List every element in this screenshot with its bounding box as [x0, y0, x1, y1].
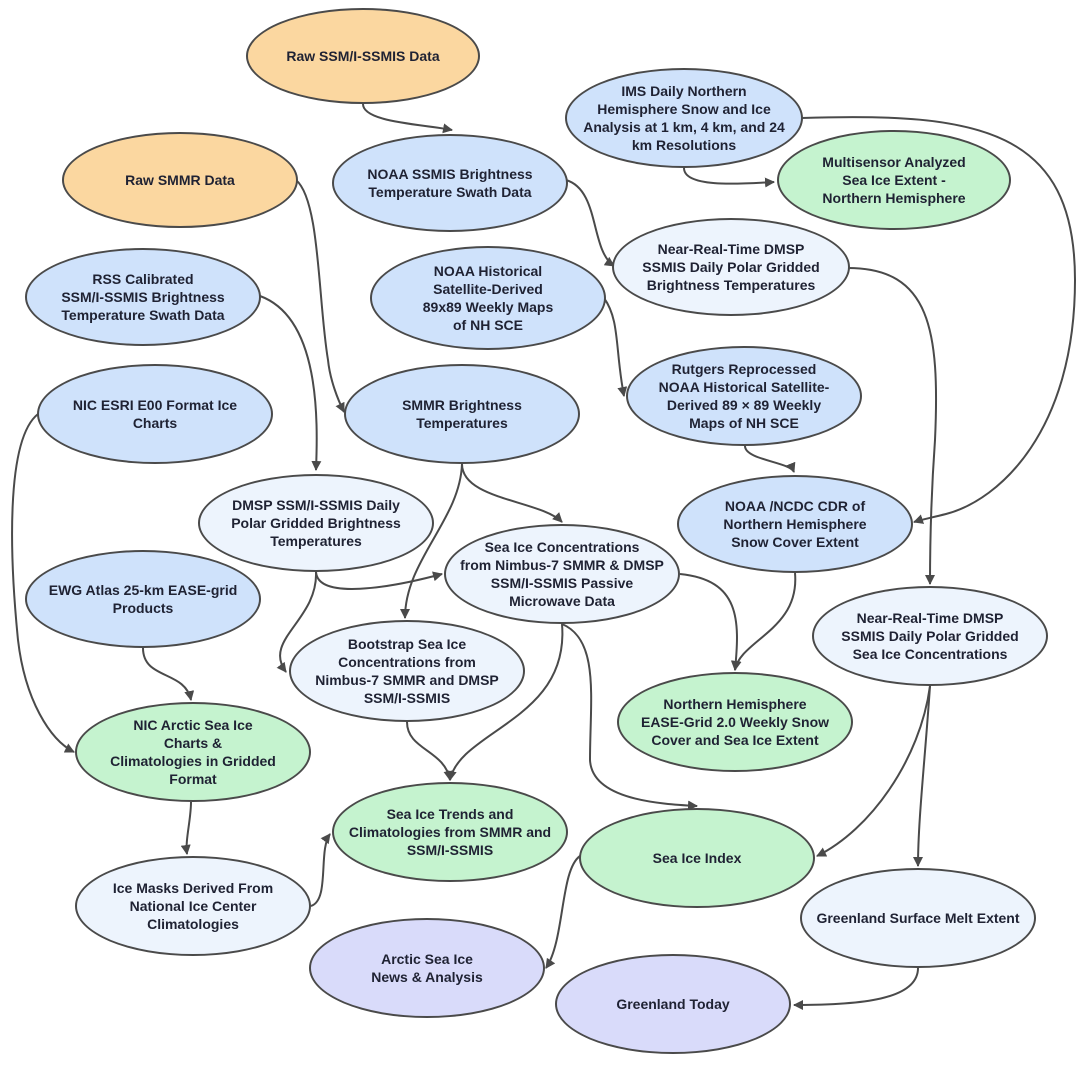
- node-noaa-hist-label: NOAA Historical Satellite-Derived 89x89 …: [422, 263, 554, 333]
- edge-nic-e00-to-nic-arctic: [11, 413, 75, 753]
- node-nasateam: Sea Ice Concentrations from Nimbus-7 SMM…: [444, 524, 680, 624]
- node-bootstrap: Bootstrap Sea Ice Concentrations from Ni…: [289, 620, 525, 722]
- node-greenland-today-label: Greenland Today: [616, 996, 730, 1012]
- edge-rss-to-dmsp-tb: [259, 295, 322, 471]
- node-nic-e00: NIC ESRI E00 Format Ice Charts: [37, 364, 273, 464]
- edge-ims-to-masie: [683, 167, 775, 188]
- node-icemasks: Ice Masks Derived From National Ice Cent…: [75, 856, 311, 956]
- node-melt: Greenland Surface Melt Extent: [800, 868, 1036, 968]
- node-ewg: EWG Atlas 25-km EASE-grid Products: [25, 550, 261, 648]
- node-rss-label: RSS Calibrated SSM/I-SSMIS Brightness Te…: [61, 271, 225, 323]
- edge-ewg-to-nic-arctic: [142, 647, 195, 701]
- node-noaa-ssmis-label: NOAA SSMIS Brightness Temperature Swath …: [367, 166, 533, 200]
- node-nic-arctic-label: NIC Arctic Sea Ice Charts & Climatologie…: [110, 717, 276, 787]
- node-raw-smmr-label: Raw SMMR Data: [125, 172, 235, 188]
- edge-sii-to-asina: [545, 855, 581, 969]
- edge-bootstrap-to-trends: [406, 721, 454, 781]
- edge-dmsp-tb-to-bootstrap: [276, 571, 318, 673]
- node-nrt-tb-label: Near-Real-Time DMSP SSMIS Daily Polar Gr…: [642, 241, 820, 293]
- node-asina-label: Arctic Sea Ice News & Analysis: [371, 951, 483, 985]
- edge-ims-to-cdr: [801, 116, 1077, 524]
- node-ewg-label: EWG Atlas 25-km EASE-grid Products: [48, 582, 238, 616]
- node-nrt-tb: Near-Real-Time DMSP SSMIS Daily Polar Gr…: [612, 218, 850, 316]
- edge-nasateam-to-sii: [561, 623, 698, 811]
- node-greenland-today: Greenland Today: [555, 954, 791, 1054]
- edge-dmsp-tb-to-nasateam: [315, 571, 443, 590]
- node-asina: Arctic Sea Ice News & Analysis: [309, 918, 545, 1018]
- node-rutgers-label: Rutgers Reprocessed NOAA Historical Sate…: [658, 361, 830, 431]
- node-nrt-conc: Near-Real-Time DMSP SSMIS Daily Polar Gr…: [812, 586, 1048, 686]
- node-nic-e00-label: NIC ESRI E00 Format Ice Charts: [72, 397, 238, 431]
- edge-nic-arctic-to-icemasks: [180, 801, 192, 855]
- node-raw-ssmi-label: Raw SSM/I-SSMIS Data: [286, 48, 440, 64]
- node-noaa-ssmis: NOAA SSMIS Brightness Temperature Swath …: [332, 134, 568, 232]
- edge-raw-smmr-to-smmr-tb: [295, 179, 345, 413]
- node-cdr-label: NOAA /NCDC CDR of Northern Hemisphere Sn…: [723, 498, 867, 550]
- node-ease-label: Northern Hemisphere EASE-Grid 2.0 Weekly…: [640, 696, 830, 748]
- node-ease: Northern Hemisphere EASE-Grid 2.0 Weekly…: [617, 672, 853, 772]
- node-raw-smmr: Raw SMMR Data: [62, 132, 298, 228]
- edge-icemasks-to-trends: [310, 833, 331, 907]
- node-trends: Sea Ice Trends and Climatologies from SM…: [332, 782, 568, 882]
- edge-smmr-tb-to-bootstrap: [400, 463, 463, 619]
- node-masie: Multisensor Analyzed Sea Ice Extent - No…: [777, 130, 1011, 230]
- node-bootstrap-label: Bootstrap Sea Ice Concentrations from Ni…: [315, 636, 499, 706]
- node-dmsp-tb-label: DMSP SSM/I-SSMIS Daily Polar Gridded Bri…: [231, 497, 401, 549]
- node-cdr: NOAA /NCDC CDR of Northern Hemisphere Sn…: [677, 475, 913, 573]
- node-sii-label: Sea Ice Index: [652, 850, 742, 866]
- node-melt-label: Greenland Surface Melt Extent: [816, 910, 1020, 926]
- node-nrt-conc-label: Near-Real-Time DMSP SSMIS Daily Polar Gr…: [841, 610, 1019, 662]
- node-sii: Sea Ice Index: [579, 808, 815, 908]
- edge-nrt-conc-to-sii: [816, 685, 931, 857]
- edge-nasateam-to-trends: [446, 623, 564, 781]
- node-icemasks-label: Ice Masks Derived From National Ice Cent…: [112, 880, 274, 932]
- edge-noaa-hist-to-rutgers: [603, 297, 628, 397]
- edge-nrt-tb-to-nrt-conc: [847, 267, 938, 585]
- node-dmsp-tb: DMSP SSM/I-SSMIS Daily Polar Gridded Bri…: [198, 474, 434, 572]
- node-nasateam-label: Sea Ice Concentrations from Nimbus-7 SMM…: [460, 539, 664, 609]
- node-ims: IMS Daily Northern Hemisphere Snow and I…: [565, 68, 803, 168]
- node-smmr-tb-label: SMMR Brightness Temperatures: [402, 397, 522, 431]
- node-rss: RSS Calibrated SSM/I-SSMIS Brightness Te…: [25, 248, 261, 346]
- edge-cdr-to-ease: [731, 572, 797, 671]
- node-nic-arctic: NIC Arctic Sea Ice Charts & Climatologie…: [75, 702, 311, 802]
- node-rutgers: Rutgers Reprocessed NOAA Historical Sate…: [626, 346, 862, 446]
- edge-nrt-conc-to-melt: [913, 685, 931, 867]
- edge-smmr-tb-to-nasateam: [461, 463, 563, 523]
- node-masie-label: Multisensor Analyzed Sea Ice Extent - No…: [822, 154, 966, 206]
- node-trends-label: Sea Ice Trends and Climatologies from SM…: [348, 806, 552, 858]
- edge-melt-to-greenland-today: [793, 967, 919, 1010]
- edge-noaa-ssmis-to-nrt-tb: [565, 179, 615, 267]
- node-smmr-tb: SMMR Brightness Temperatures: [344, 364, 580, 464]
- edge-nasateam-to-ease: [679, 573, 741, 671]
- edge-rutgers-to-cdr: [744, 445, 796, 473]
- node-ims-label: IMS Daily Northern Hemisphere Snow and I…: [583, 83, 785, 153]
- node-noaa-hist: NOAA Historical Satellite-Derived 89x89 …: [370, 246, 606, 350]
- node-raw-ssmi: Raw SSM/I-SSMIS Data: [246, 8, 480, 104]
- edge-raw-ssmi-to-noaa-ssmis: [362, 103, 453, 134]
